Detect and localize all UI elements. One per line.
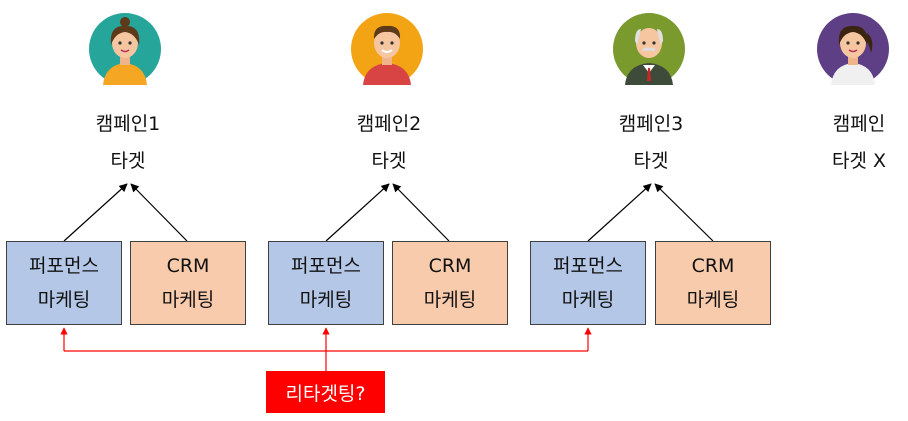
box-label-line1: 퍼포먼스: [291, 255, 361, 277]
crm-marketing-box-1: CRM 마케팅: [130, 241, 246, 325]
box-label-line1: CRM: [428, 255, 472, 277]
man-red-shirt-icon: [351, 13, 423, 85]
campaign-1-target: 타겟: [110, 150, 146, 172]
performance-marketing-box-2: 퍼포먼스 마케팅: [268, 241, 384, 325]
campaign-x-target: 타겟 X: [831, 150, 887, 172]
crm-marketing-box-3: CRM 마케팅: [655, 241, 771, 325]
box-label-line2: 마케팅: [161, 289, 215, 311]
campaign-3-target: 타겟: [633, 150, 669, 172]
box-label-line1: CRM: [166, 255, 210, 277]
old-man-suit-icon: [613, 13, 685, 85]
woman-orange-shirt-icon: [89, 13, 161, 85]
arrow-crm2-to-target2: [392, 183, 450, 242]
arrow-crm3-to-target3: [654, 183, 714, 242]
campaign-3-title: 캠페인3: [618, 113, 684, 135]
box-label-line2: 마케팅: [561, 289, 615, 311]
campaign-x-title: 캠페인: [832, 113, 886, 135]
campaign-2-target: 타겟: [371, 150, 407, 172]
performance-marketing-box-3: 퍼포먼스 마케팅: [530, 241, 646, 325]
box-label-line2: 마케팅: [299, 289, 353, 311]
box-label-line1: CRM: [691, 255, 735, 277]
box-label-line1: 퍼포먼스: [553, 255, 623, 277]
campaign-1-title: 캠페인1: [95, 113, 161, 135]
campaign-2-title: 캠페인2: [356, 113, 422, 135]
woman-white-shirt-icon: [817, 13, 889, 85]
crm-marketing-box-2: CRM 마케팅: [392, 241, 508, 325]
arrow-perf2-to-target2: [325, 183, 390, 242]
box-label-line2: 마케팅: [686, 289, 740, 311]
box-label-line2: 마케팅: [423, 289, 477, 311]
performance-marketing-box-1: 퍼포먼스 마케팅: [6, 241, 122, 325]
box-label-line1: 퍼포먼스: [29, 255, 99, 277]
arrow-perf3-to-target3: [587, 183, 652, 242]
box-label-line2: 마케팅: [37, 289, 91, 311]
arrow-crm1-to-target1: [130, 183, 188, 242]
retargeting-label: 리타겟팅?: [266, 371, 385, 413]
arrow-perf1-to-target1: [63, 183, 128, 242]
